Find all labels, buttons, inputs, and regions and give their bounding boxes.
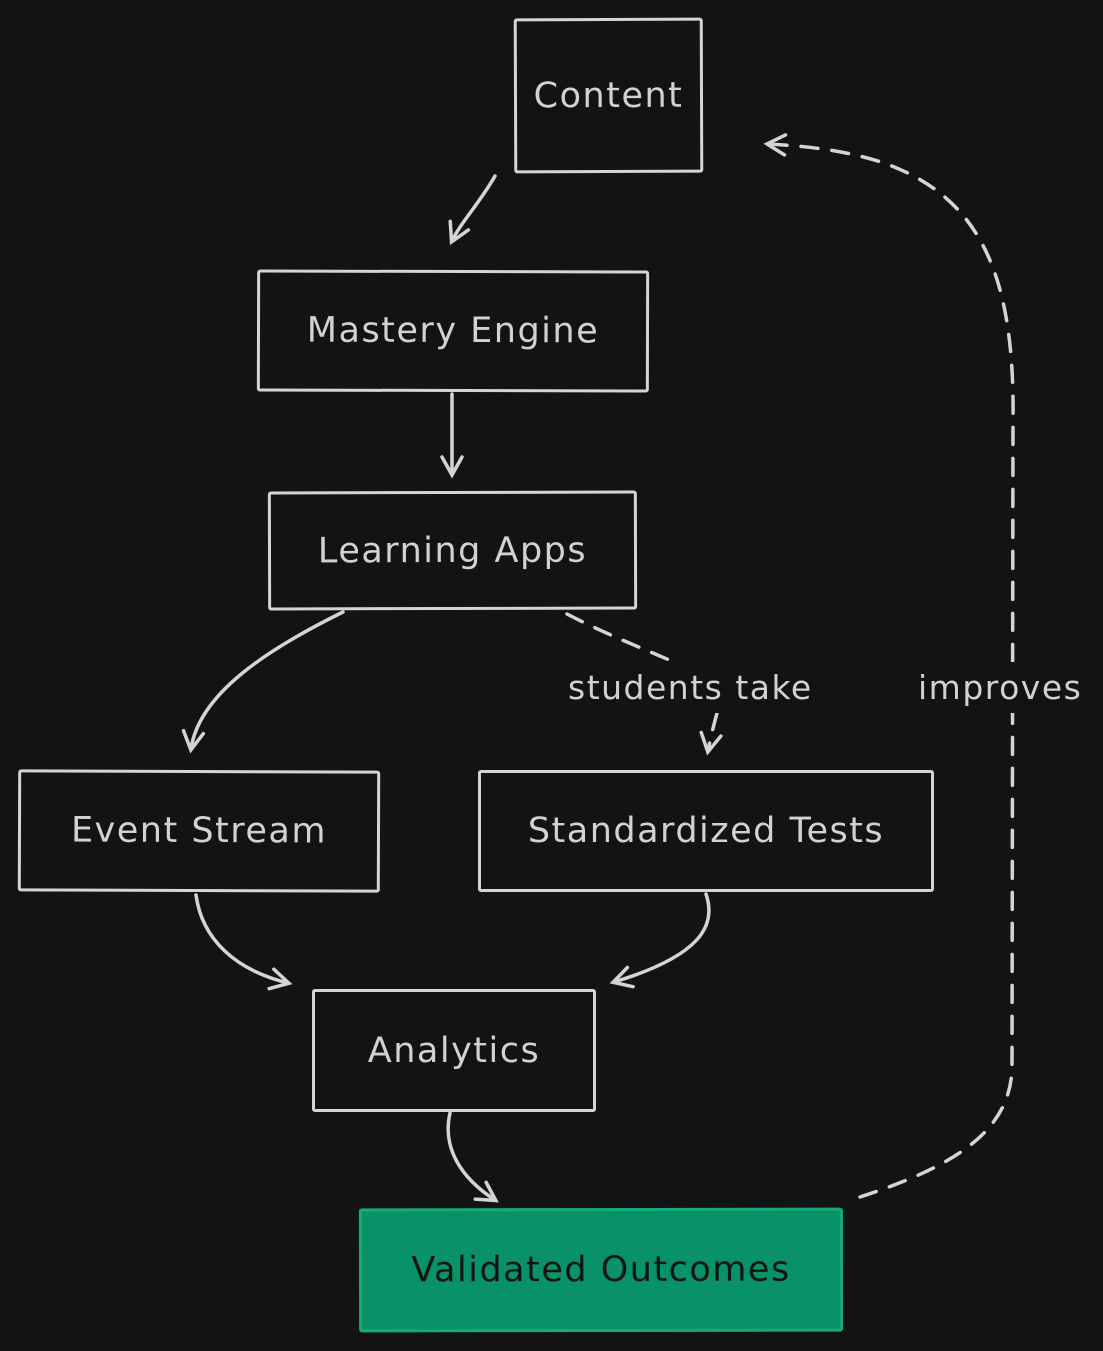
node-learning-apps-label: Learning Apps	[317, 530, 588, 571]
node-standardized-tests-label: Standardized Tests	[527, 811, 885, 851]
node-event-stream-label: Event Stream	[70, 810, 328, 852]
edge-content-to-mastery-engine	[448, 174, 497, 246]
node-analytics: Analytics	[312, 989, 596, 1112]
edge-label-improves: improves	[910, 662, 1091, 713]
edge-learning-apps-to-standardized-tests-upper	[565, 612, 691, 671]
node-validated-outcomes-label: Validated Outcomes	[411, 1249, 791, 1291]
edge-learning-apps-to-event-stream	[181, 610, 345, 754]
node-mastery-engine: Mastery Engine	[256, 269, 650, 393]
node-event-stream: Event Stream	[17, 769, 381, 893]
node-standardized-tests: Standardized Tests	[478, 770, 934, 892]
edge-standardized-tests-to-analytics	[609, 892, 711, 989]
node-content: Content	[513, 17, 704, 174]
edge-label-students-take: students take	[560, 662, 821, 713]
node-mastery-engine-label: Mastery Engine	[306, 310, 600, 352]
node-content-label: Content	[533, 75, 684, 116]
node-validated-outcomes: Validated Outcomes	[358, 1207, 844, 1333]
edge-event-stream-to-analytics	[194, 893, 293, 991]
edge-analytics-to-validated-outcomes	[446, 1111, 499, 1203]
edge-learning-apps-to-standardized-tests-lower	[699, 711, 723, 756]
node-learning-apps: Learning Apps	[267, 490, 638, 611]
node-analytics-label: Analytics	[367, 1030, 541, 1071]
